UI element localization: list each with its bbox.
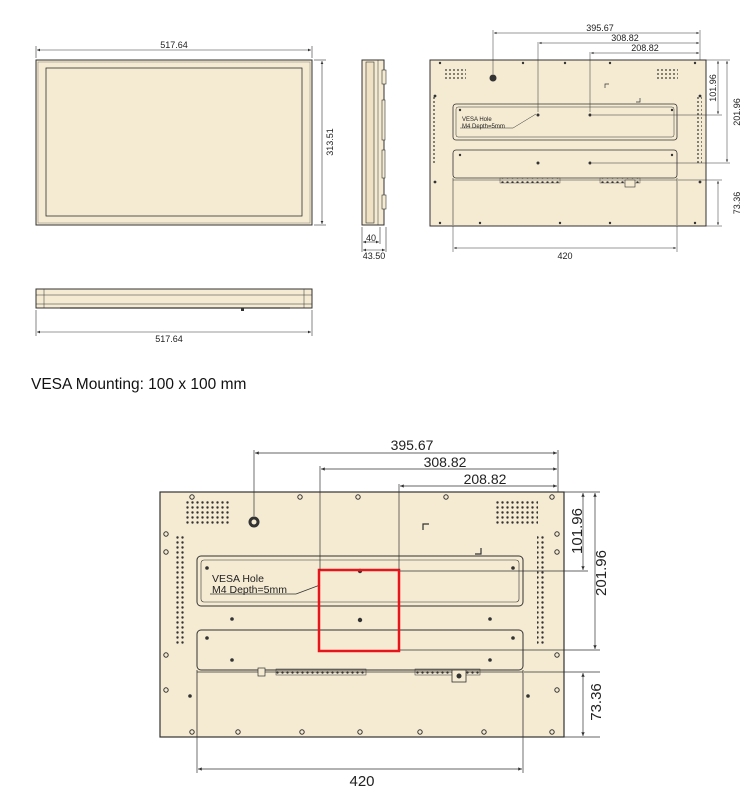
small-dim-395: 395.67 bbox=[586, 23, 614, 33]
vesa-hole-callout-large-1: VESA Hole bbox=[212, 573, 264, 585]
side-depth-inner-label: 40 bbox=[366, 233, 376, 243]
large-dim-395: 395.67 bbox=[391, 437, 434, 453]
small-dim-308: 308.82 bbox=[611, 33, 639, 43]
small-dim-101: 101.96 bbox=[708, 74, 718, 102]
vesa-caption: VESA Mounting: 100 x 100 mm bbox=[31, 376, 247, 393]
front-view: 517.64 313.51 bbox=[35, 40, 335, 226]
side-view: 40 43.50 bbox=[361, 59, 387, 261]
bottom-width-label: 517.64 bbox=[155, 334, 183, 344]
vesa-highlight-box bbox=[317, 568, 401, 653]
small-dim-208: 208.82 bbox=[631, 43, 659, 53]
large-dim-208: 208.82 bbox=[464, 471, 507, 487]
large-dim-308: 308.82 bbox=[424, 454, 467, 470]
small-dim-73: 73.36 bbox=[732, 192, 742, 215]
large-dim-101: 101.96 bbox=[569, 508, 586, 554]
large-dim-201: 201.96 bbox=[593, 550, 610, 596]
vesa-hole-callout-small-1: VESA Hole bbox=[462, 117, 492, 123]
front-width-label: 517.64 bbox=[160, 40, 188, 50]
small-dim-201: 201.96 bbox=[732, 98, 742, 126]
bottom-view: 517.64 bbox=[35, 288, 313, 344]
small-dim-420: 420 bbox=[557, 251, 572, 261]
vesa-hole-callout-large-2: M4 Depth=5mm bbox=[212, 584, 287, 596]
large-dim-420: 420 bbox=[349, 773, 374, 790]
large-dim-73: 73.36 bbox=[588, 683, 605, 721]
rear-view-large: VESA Hole M4 Depth=5mm 395.67 308.82 208… bbox=[159, 437, 610, 790]
front-height-label: 313.51 bbox=[325, 128, 335, 156]
vesa-hole-callout-small-2: M4 Depth=5mm bbox=[462, 124, 505, 130]
rear-view-small: VESA Hole M4 Depth=5mm 395.67 308.82 208… bbox=[429, 23, 742, 261]
side-depth-outer-label: 43.50 bbox=[363, 251, 386, 261]
